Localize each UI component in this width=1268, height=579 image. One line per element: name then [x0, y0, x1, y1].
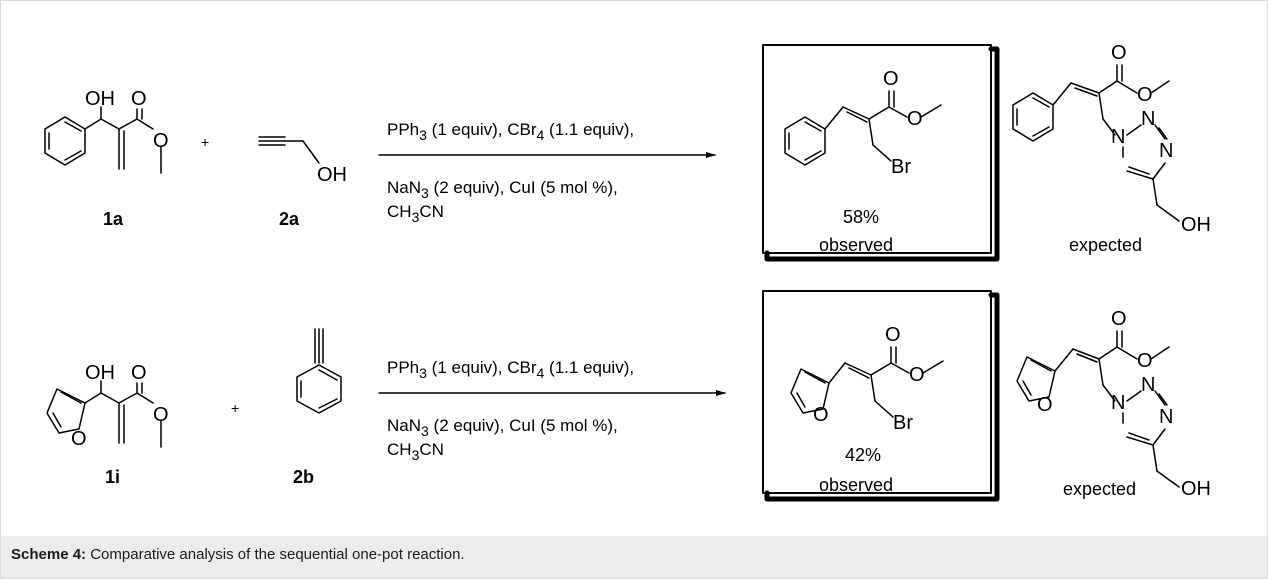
expected-label-1: expected [1069, 235, 1142, 255]
conditions-line-1: PPh3 (1 equiv), CBr4 (1.1 equiv), [387, 120, 634, 143]
atom-oh: OH [1181, 214, 1211, 236]
expected-label-2: expected [1063, 479, 1136, 499]
conditions-line-2: NaN3 (2 equiv), CuI (5 mol %), [387, 416, 618, 439]
atom-o: O [813, 404, 829, 426]
atom-oh: OH [1181, 478, 1211, 500]
atom-oh: OH [317, 164, 347, 186]
atom-o: O [1137, 84, 1153, 106]
compound-label-2b: 2b [293, 467, 314, 487]
figure-caption: Scheme 4: Comparative analysis of the se… [1, 536, 1267, 578]
atom-o: O [131, 362, 147, 384]
atom-o: O [1137, 350, 1153, 372]
atom-n: N [1141, 374, 1155, 396]
atom-o: O [1111, 308, 1127, 330]
atom-n: N [1159, 140, 1173, 162]
atom-br: Br [891, 156, 911, 178]
yield-42: 42% [845, 445, 881, 465]
molecule-2b [296, 328, 342, 414]
yield-58: 58% [843, 207, 879, 227]
atom-n: N [1141, 108, 1155, 130]
expected-product-1 [1012, 64, 1180, 222]
caption-text: Comparative analysis of the sequential o… [86, 546, 465, 563]
atom-o: O [883, 68, 899, 90]
atom-o: O [909, 364, 925, 386]
atom-o: O [131, 88, 147, 110]
atom-o: O [1037, 394, 1053, 416]
conditions-line-3: CH3CN [387, 440, 444, 463]
expected-product-2 [1016, 330, 1180, 488]
conditions-line-1: PPh3 (1 equiv), CBr4 (1.1 equiv), [387, 358, 634, 381]
atom-oh: OH [85, 362, 115, 384]
atom-br: Br [893, 412, 913, 434]
atom-o: O [1111, 42, 1127, 64]
compound-label-1i: 1i [105, 467, 120, 487]
conditions-line-3: CH3CN [387, 202, 444, 225]
compound-label-1a: 1a [103, 209, 124, 229]
molecule-2a [258, 136, 320, 164]
atom-o: O [885, 324, 901, 346]
compound-label-2a: 2a [279, 209, 300, 229]
observed-label-1: observed [819, 235, 893, 255]
atom-o: O [907, 108, 923, 130]
observed-label-2: observed [819, 475, 893, 495]
atom-oh: OH [85, 88, 115, 110]
molecule-1i [46, 380, 162, 448]
conditions-line-2: NaN3 (2 equiv), CuI (5 mol %), [387, 178, 618, 201]
atom-n: N [1159, 406, 1173, 428]
scheme-drawing: OH O O + OH 1a 2a PPh3 (1 equiv), CBr4 (… [44, 42, 1211, 502]
atom-n: N [1111, 126, 1125, 148]
plus-sign: + [201, 134, 209, 150]
plus-sign: + [231, 400, 239, 416]
reaction-scheme: OH O O + OH 1a 2a PPh3 (1 equiv), CBr4 (… [1, 1, 1267, 536]
observed-product-2 [790, 346, 944, 418]
observed-product-1 [784, 90, 942, 166]
atom-o: O [71, 428, 87, 450]
caption-label: Scheme 4: [11, 546, 87, 563]
molecule-1a [44, 106, 162, 174]
atom-n: N [1111, 392, 1125, 414]
atom-o: O [153, 404, 169, 426]
atom-o: O [153, 130, 169, 152]
